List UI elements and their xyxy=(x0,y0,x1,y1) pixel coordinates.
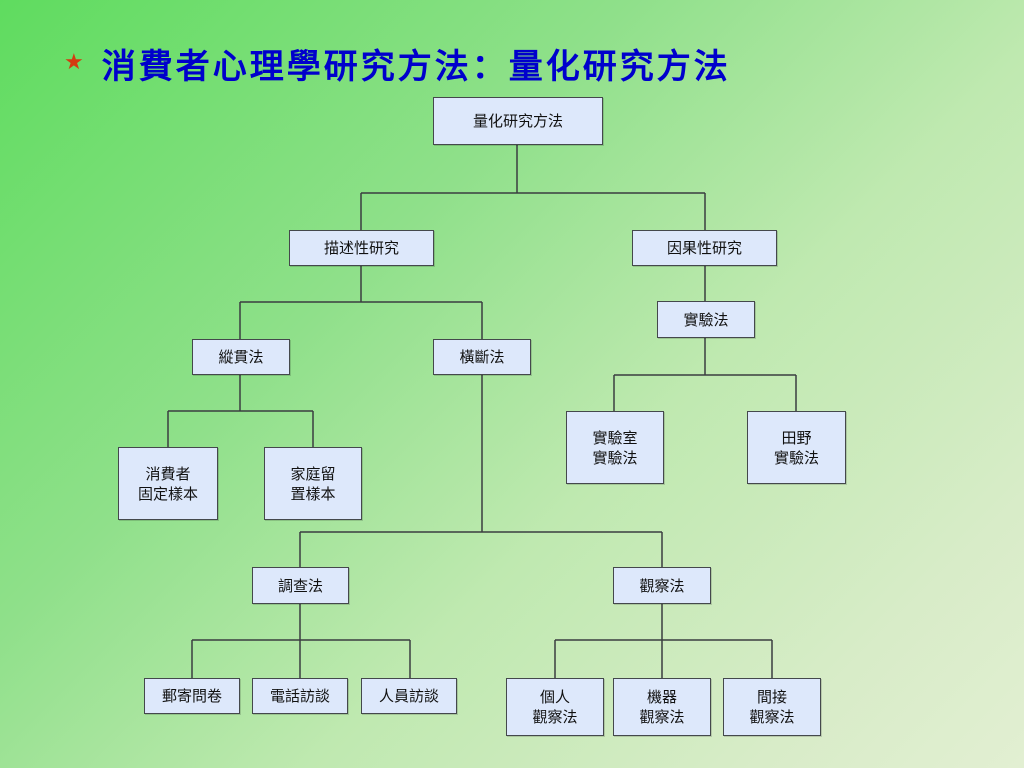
title-text: 消費者心理學研究方法：量化研究方法 xyxy=(101,46,731,87)
node-label: 電話訪談 xyxy=(269,687,330,705)
node-descriptive: 描述性研究 xyxy=(289,230,434,266)
node-survey: 調查法 xyxy=(252,567,349,604)
node-label: 田野 實驗法 xyxy=(773,428,819,467)
node-label: 間接 觀察法 xyxy=(749,688,795,726)
node-label: 縱貫法 xyxy=(218,348,264,366)
node-phone-interview: 電話訪談 xyxy=(252,678,348,714)
node-personal-observation: 個人 觀察法 xyxy=(506,678,604,736)
star-bullet-icon: ★ xyxy=(64,50,84,75)
node-machine-observation: 機器 觀察法 xyxy=(613,678,711,736)
node-label: 實驗法 xyxy=(683,310,729,329)
node-consumer-panel: 消費者 固定樣本 xyxy=(118,447,218,520)
node-cross-sectional: 橫斷法 xyxy=(433,339,531,375)
node-label: 實驗室 實驗法 xyxy=(592,428,638,467)
node-label: 橫斷法 xyxy=(459,348,505,366)
node-label: 量化研究方法 xyxy=(472,112,563,130)
node-causal: 因果性研究 xyxy=(632,230,777,266)
node-indirect-observation: 間接 觀察法 xyxy=(723,678,821,736)
node-label: 機器 觀察法 xyxy=(639,688,685,726)
node-mail-survey: 郵寄問卷 xyxy=(144,678,240,714)
node-label: 消費者 固定樣本 xyxy=(137,464,198,503)
node-label: 調查法 xyxy=(277,576,323,595)
node-observation: 觀察法 xyxy=(613,567,711,604)
node-label: 因果性研究 xyxy=(666,239,742,257)
node-label: 描述性研究 xyxy=(323,239,399,257)
node-longitudinal: 縱貫法 xyxy=(192,339,290,375)
node-label: 人員訪談 xyxy=(378,687,439,705)
node-field-experiment: 田野 實驗法 xyxy=(747,411,846,484)
node-personal-interview: 人員訪談 xyxy=(361,678,457,714)
node-lab-experiment: 實驗室 實驗法 xyxy=(566,411,664,484)
node-label: 個人 觀察法 xyxy=(532,688,578,726)
node-label: 家庭留 置樣本 xyxy=(290,464,336,503)
node-label: 郵寄問卷 xyxy=(161,687,222,705)
node-experimental: 實驗法 xyxy=(657,301,755,338)
node-label: 觀察法 xyxy=(639,576,685,595)
node-root: 量化研究方法 xyxy=(433,97,603,145)
node-household-panel: 家庭留 置樣本 xyxy=(264,447,362,520)
slide-title: ★ 消費者心理學研究方法：量化研究方法 xyxy=(64,40,731,87)
